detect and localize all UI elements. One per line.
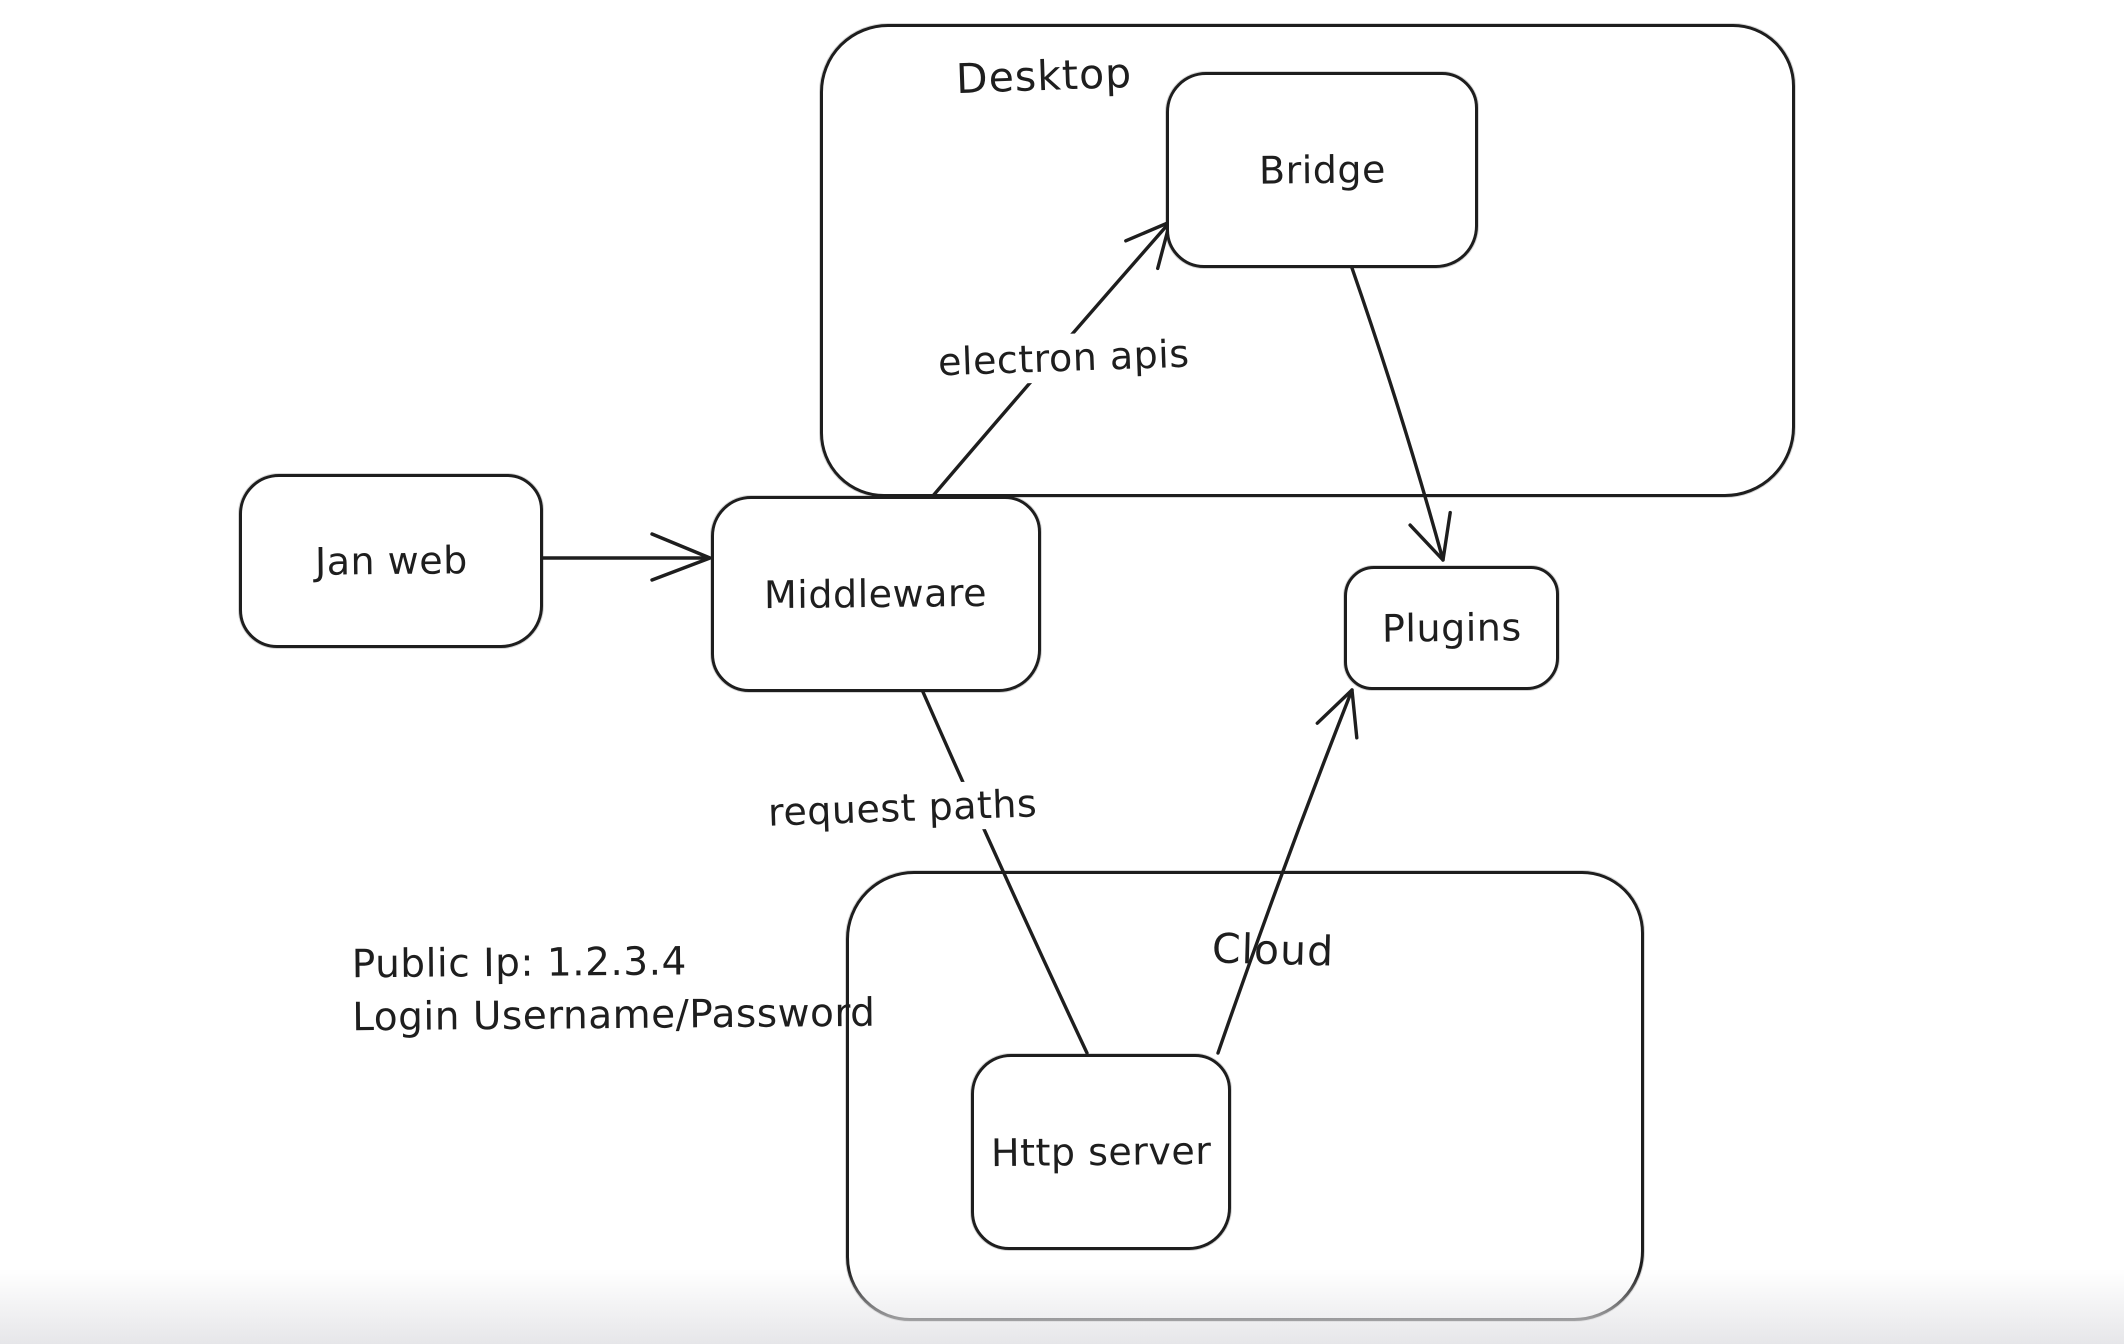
container-desktop-label: Desktop <box>955 48 1133 104</box>
node-http-server-label: Http server <box>990 1128 1212 1176</box>
node-bridge[interactable]: Bridge <box>1166 72 1478 268</box>
annotation-public-ip: Public Ip: 1.2.3.4 Login Username/Passwo… <box>352 934 876 1045</box>
node-middleware-label: Middleware <box>764 570 988 618</box>
node-middleware[interactable]: Middleware <box>711 496 1041 692</box>
node-plugins-label: Plugins <box>1381 605 1522 651</box>
edge-label-electron-apis: electron apis <box>925 329 1203 387</box>
edge-middleware-to-httpserver[interactable] <box>921 690 1089 1055</box>
edge-janweb-to-middleware[interactable] <box>541 532 712 582</box>
edge-httpserver-to-plugins[interactable] <box>1216 688 1359 1055</box>
node-http-server[interactable]: Http server <box>971 1054 1231 1250</box>
container-cloud-label: Cloud <box>1211 924 1335 976</box>
annotation-line-2: Login Username/Password <box>352 990 876 1041</box>
annotation-line-1: Public Ip: 1.2.3.4 <box>351 939 688 988</box>
node-jan-web-label: Jan web <box>314 538 468 584</box>
node-bridge-label: Bridge <box>1258 147 1386 193</box>
node-plugins[interactable]: Plugins <box>1344 566 1559 690</box>
node-jan-web[interactable]: Jan web <box>239 474 543 648</box>
edge-label-request-paths: request paths <box>755 778 1050 838</box>
edge-bridge-to-plugins[interactable] <box>1350 266 1452 562</box>
